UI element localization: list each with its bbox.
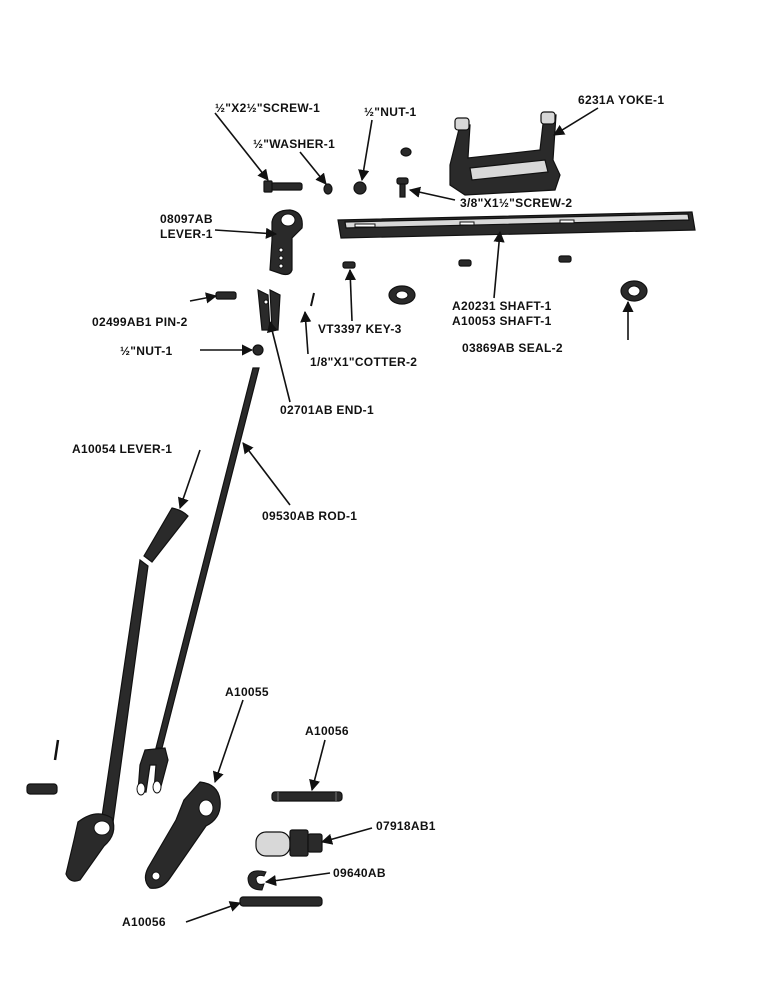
label-yoke: 6231A YOKE-1 <box>578 93 664 107</box>
key-part <box>342 261 356 269</box>
label-arm: A10055 <box>225 685 269 699</box>
label-nut-top: ½"NUT-1 <box>364 105 416 119</box>
washer-part <box>323 183 333 195</box>
yoke-part <box>449 111 561 196</box>
shaft-part <box>337 211 696 239</box>
small-cotter-part <box>53 739 60 761</box>
label-pin: 02499AB1 PIN-2 <box>92 315 188 329</box>
label-clip: 09640AB <box>333 866 386 880</box>
top-lever-part <box>269 209 303 276</box>
small-nut-part <box>400 147 412 157</box>
key-part <box>458 259 472 267</box>
label-lever-top-name: LEVER-1 <box>160 227 213 241</box>
label-shaft-a: A20231 SHAFT-1 <box>452 299 552 313</box>
long-lever-part <box>65 507 189 882</box>
label-screw-half-2half: ½"X2½"SCREW-1 <box>215 101 320 115</box>
screw-part <box>263 180 303 193</box>
label-key: VT3397 KEY-3 <box>318 322 402 336</box>
part-labels: ½"X2½"SCREW-1 ½"NUT-1 6231A YOKE-1 ½"WAS… <box>72 93 664 929</box>
small-pin-part <box>26 783 58 795</box>
pin-part <box>215 291 237 300</box>
label-nut-mid: ½"NUT-1 <box>120 344 172 358</box>
key-part <box>558 255 572 263</box>
seal-part <box>620 280 648 302</box>
label-stud-bottom: A10056 <box>122 915 166 929</box>
label-stud-top: A10056 <box>305 724 349 738</box>
small-screw-part <box>396 177 409 198</box>
rod-part <box>136 367 260 796</box>
top-nut-part <box>353 181 367 195</box>
leader-lines <box>177 107 634 923</box>
cotter-part <box>310 292 315 307</box>
label-cotter: 1/8"X1"COTTER-2 <box>310 355 417 369</box>
label-shaft-b: A10053 SHAFT-1 <box>452 314 552 328</box>
label-washer: ½"WASHER-1 <box>253 137 335 151</box>
seal-part <box>388 285 416 305</box>
clevis-end-part <box>257 288 281 331</box>
label-fitting: 07918AB1 <box>376 819 436 833</box>
label-screw-3-8: 3/8"X1½"SCREW-2 <box>460 196 572 210</box>
label-rod: 09530AB ROD-1 <box>262 509 357 523</box>
stud-top-part <box>271 791 343 802</box>
clip-part <box>247 870 267 891</box>
label-lever-top-part: 08097AB <box>160 212 213 226</box>
fitting-part <box>255 829 323 857</box>
label-end: 02701AB END-1 <box>280 403 374 417</box>
label-seal: 03869AB SEAL-2 <box>462 341 563 355</box>
mid-nut-part <box>252 344 264 356</box>
label-lever-long: A10054 LEVER-1 <box>72 442 172 456</box>
arm-part <box>144 781 221 889</box>
stud-bottom-part <box>239 896 323 907</box>
